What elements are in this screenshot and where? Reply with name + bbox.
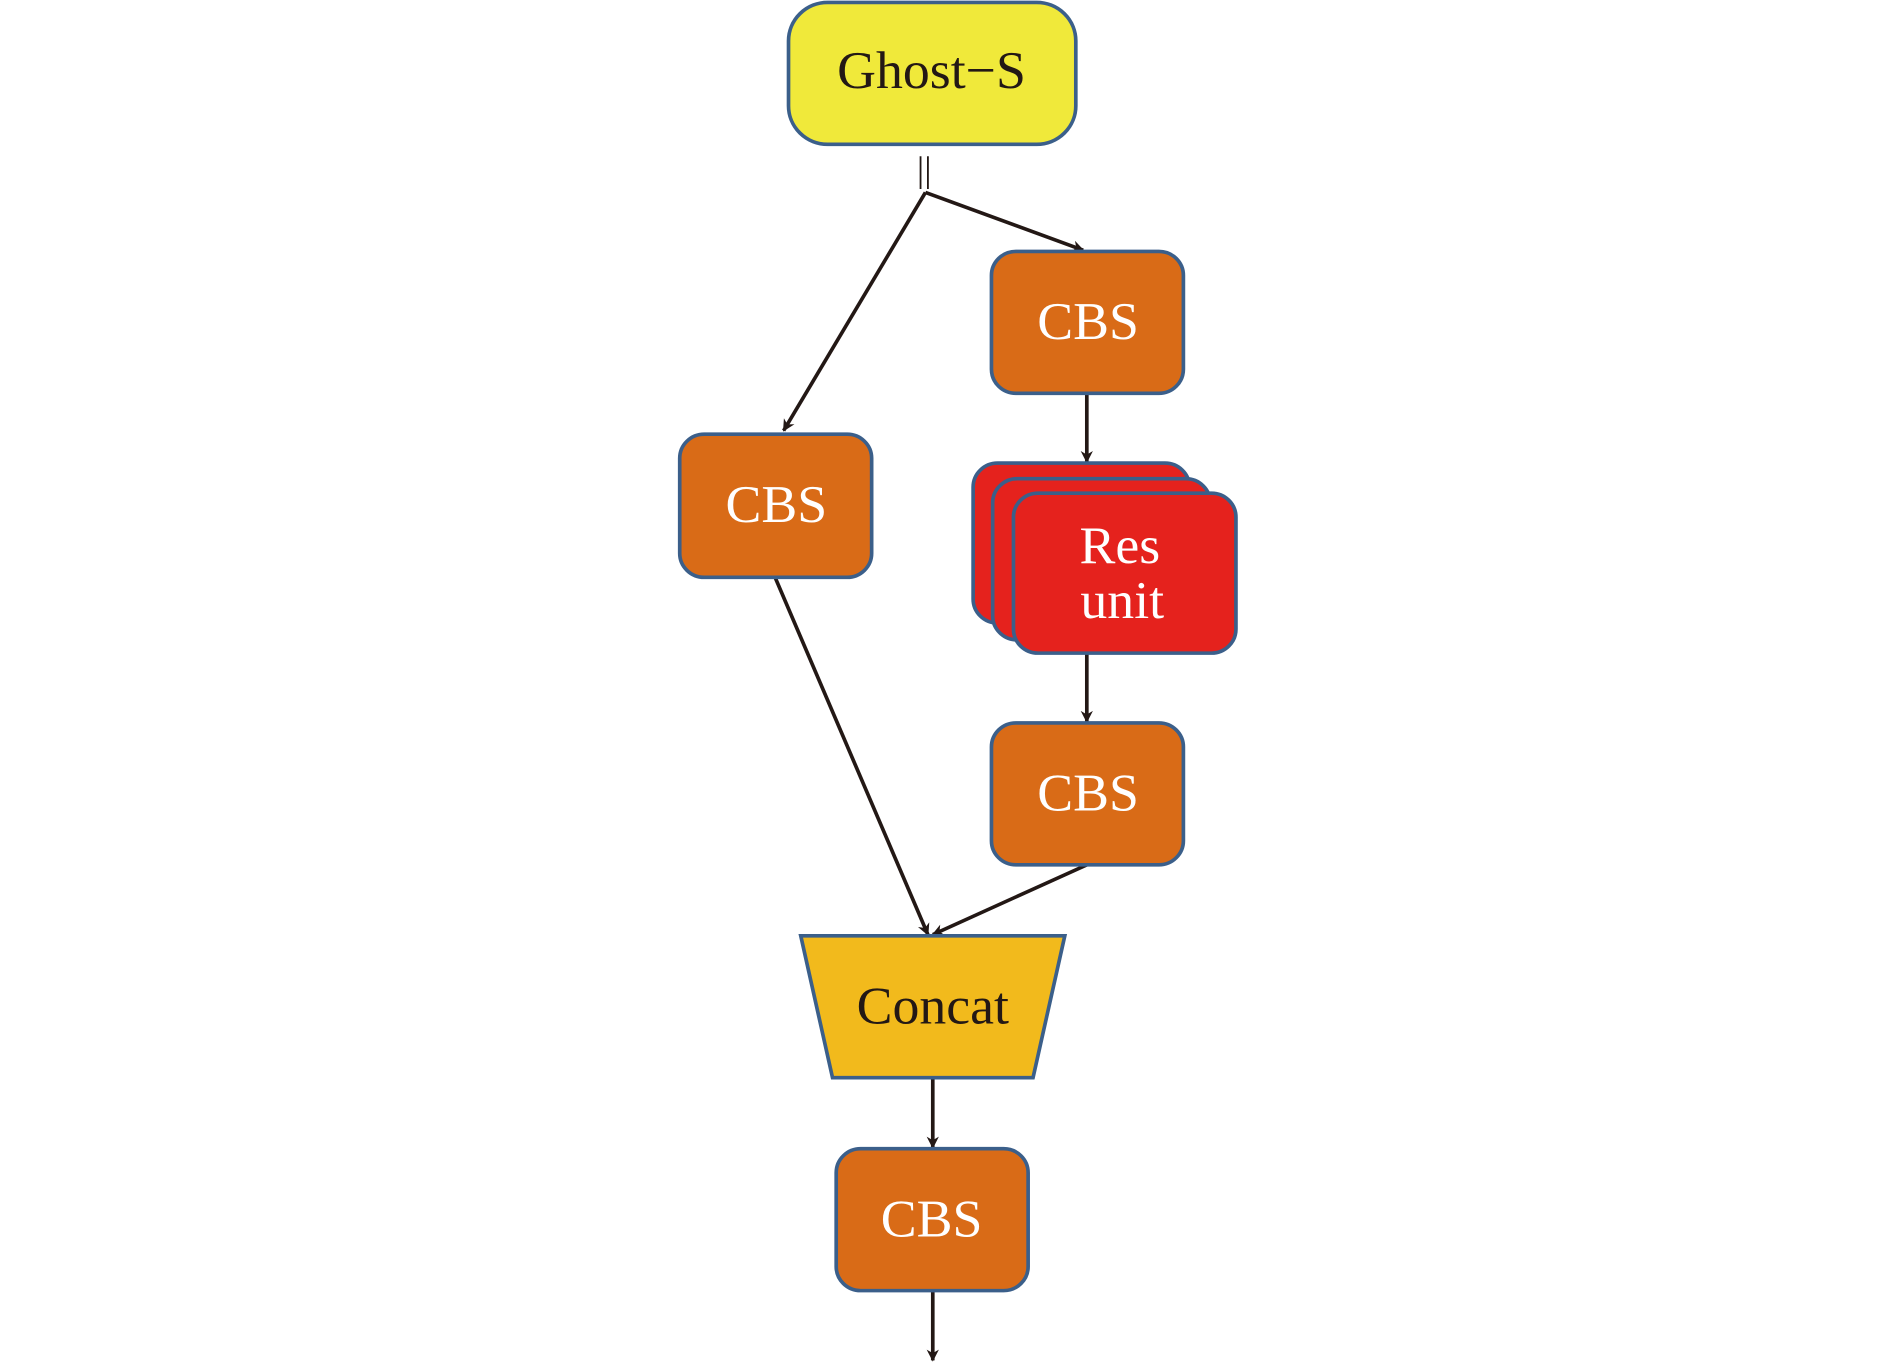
cbs-right-bottom-node: CBS bbox=[989, 721, 1186, 867]
cbs-bottom-node: CBS bbox=[834, 1146, 1030, 1293]
ghost-s-node: Ghost−S bbox=[786, 0, 1078, 147]
cbs-label: CBS bbox=[1037, 292, 1139, 352]
edge-right-cbs-to-concat bbox=[931, 863, 1088, 937]
res-unit-label-line2: unit bbox=[1080, 571, 1164, 631]
ghost-s-label: Ghost−S bbox=[837, 40, 1026, 100]
cbs-label: CBS bbox=[725, 474, 827, 534]
cbs-left-node: CBS bbox=[677, 432, 874, 580]
cbs-box bbox=[989, 249, 1186, 396]
edges bbox=[773, 190, 1093, 1362]
concat-trapezoid bbox=[798, 933, 1068, 1080]
res-unit-label-line1: Res bbox=[1079, 515, 1160, 575]
cbs-box bbox=[989, 721, 1186, 867]
cbs-box bbox=[677, 432, 874, 580]
ghost-s-box bbox=[786, 0, 1078, 147]
equals-mark: || bbox=[917, 150, 932, 190]
res-unit-stack: Res unit bbox=[971, 461, 1238, 655]
cbs-label: CBS bbox=[1037, 763, 1139, 823]
concat-node: Concat bbox=[798, 933, 1068, 1080]
edge-junction-to-left-cbs bbox=[782, 191, 928, 432]
edge-junction-to-right-cbs bbox=[924, 190, 1085, 253]
cbs-label: CBS bbox=[881, 1189, 983, 1249]
concat-label: Concat bbox=[857, 976, 1009, 1036]
res-unit-front bbox=[1011, 491, 1238, 655]
cbs-box bbox=[834, 1146, 1030, 1293]
cbs-right-top-node: CBS bbox=[989, 249, 1186, 396]
edge-left-cbs-to-concat bbox=[773, 576, 930, 936]
